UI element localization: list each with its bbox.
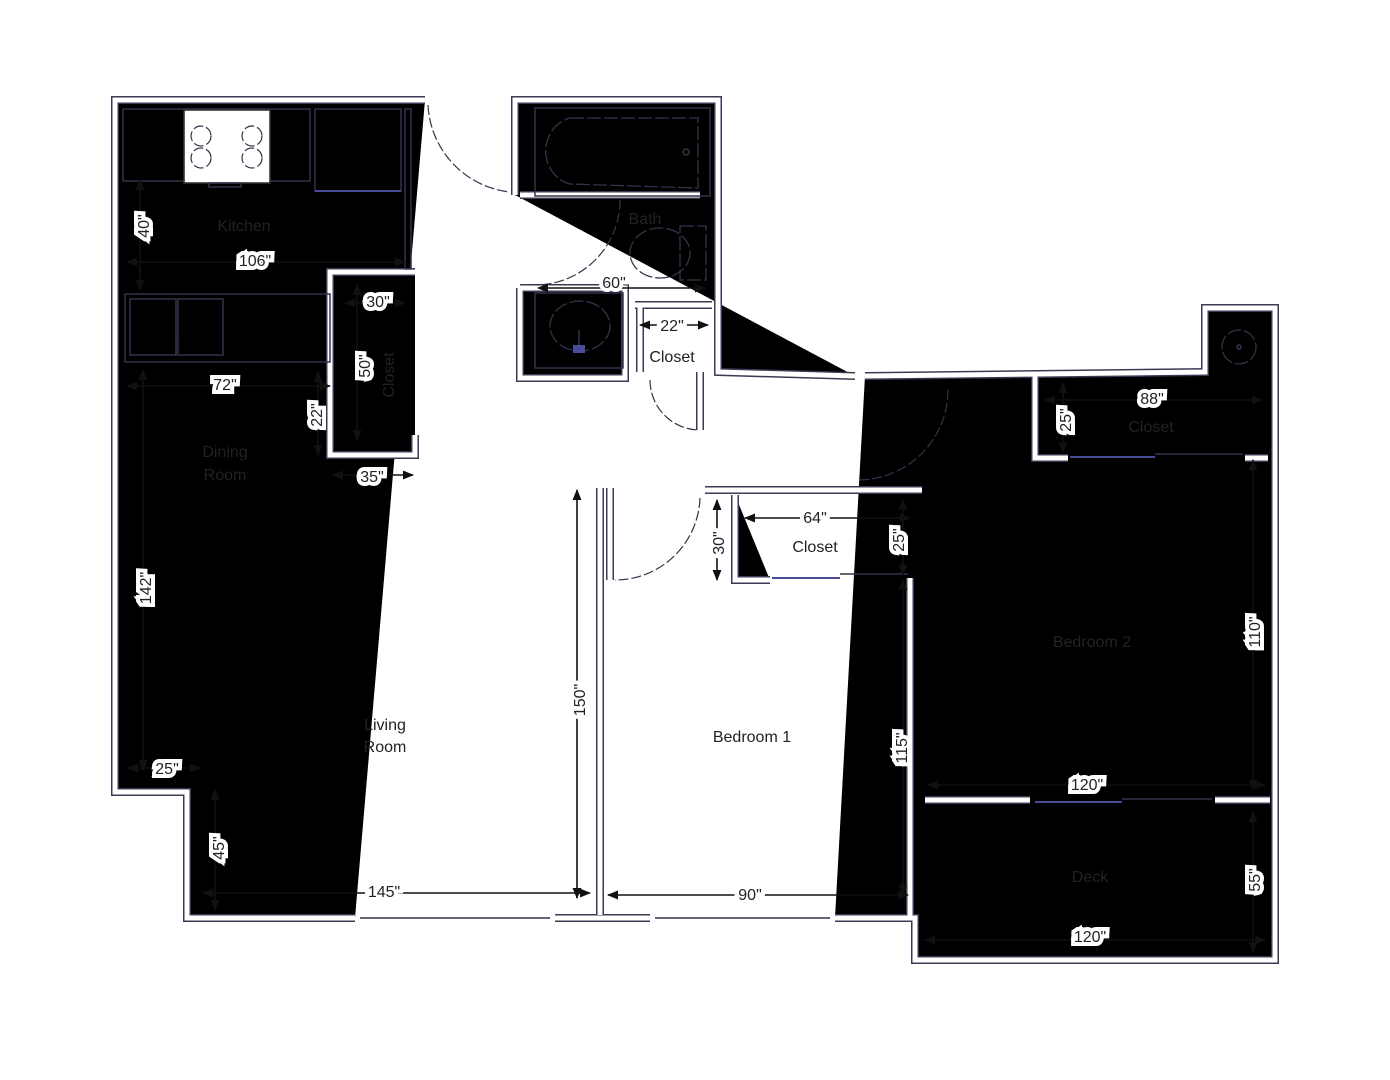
dimension-16: 64" xyxy=(743,506,912,531)
toilet-icon xyxy=(629,225,707,281)
dimension-label: 35" xyxy=(360,469,383,486)
stove-icon xyxy=(183,109,271,188)
bathroom-sink-icon xyxy=(534,292,624,369)
dimension-7: 142" xyxy=(134,368,159,772)
dimension-12: 60" xyxy=(536,271,707,296)
dimension-10: 145" xyxy=(201,880,592,905)
room-label-dining-2: Room xyxy=(204,467,247,484)
room-label-bedroom-2: Bedroom 2 xyxy=(1053,634,1131,651)
kitchen-sink-icon xyxy=(129,298,224,356)
dimension-label: 25" xyxy=(155,761,178,778)
dimension-21: 120" xyxy=(926,773,1267,798)
dimension-3: 50" xyxy=(352,283,378,442)
room-label-kitchen-closet: Closet xyxy=(381,352,398,398)
dimension-17: 30" xyxy=(707,498,732,582)
room-label-bath: Bath xyxy=(629,211,662,228)
room-label-bedroom-1-closet: Closet xyxy=(792,539,838,556)
dimension-9: 45" xyxy=(207,788,232,912)
dimensions: 40" 106" 30" 50" 72" 22" 35" 142" 25" 45" 145" 150"… xyxy=(125,178,1268,954)
dimension-label: 115" xyxy=(894,732,911,763)
dimension-label: 60" xyxy=(602,275,625,292)
room-labels: Kitchen Bath Closet Closet Dining Room L… xyxy=(202,211,1174,886)
dimension-label: 72" xyxy=(213,377,236,394)
dimension-1: 106" xyxy=(125,249,407,274)
dimension-14: 88" xyxy=(1043,387,1264,412)
dimension-label: 55" xyxy=(1247,868,1264,891)
dimension-label: 88" xyxy=(1140,391,1163,408)
dimension-24: 120" xyxy=(923,925,1267,950)
room-label-bedroom-1: Bedroom 1 xyxy=(713,729,791,746)
dimension-19: 110" xyxy=(1243,458,1268,792)
room-label-bedroom-2-closet: Closet xyxy=(1128,419,1174,436)
dimension-label: 150" xyxy=(572,684,589,716)
dimension-label: 22" xyxy=(660,318,683,335)
dimension-label: 40" xyxy=(136,214,153,237)
bathtub-icon xyxy=(534,107,711,197)
dimension-8: 25" xyxy=(126,757,202,782)
dimension-20: 115" xyxy=(890,578,915,897)
dimension-13: 22" xyxy=(638,314,710,339)
dimension-label: 64" xyxy=(803,510,826,527)
dimension-label: 106" xyxy=(239,253,271,270)
dimension-label: 25" xyxy=(1058,408,1075,431)
dimension-22: 90" xyxy=(606,883,910,908)
dimension-label: 110" xyxy=(1247,616,1264,647)
dimension-label: 142" xyxy=(138,572,155,604)
dimension-label: 25" xyxy=(891,528,908,551)
dimension-label: 145" xyxy=(368,884,400,901)
dimension-23: 55" xyxy=(1243,810,1268,954)
dimension-5: 22" xyxy=(305,370,330,457)
water-heater-icon xyxy=(1221,329,1257,365)
dimension-label: 120" xyxy=(1074,929,1106,946)
dimension-18: 25" xyxy=(887,498,912,577)
room-label-kitchen: Kitchen xyxy=(217,218,270,235)
room-label-deck: Deck xyxy=(1072,869,1109,886)
dimension-label: 120" xyxy=(1071,777,1103,794)
room-label-living: Living xyxy=(364,717,406,734)
dimension-11: 150" xyxy=(568,488,593,900)
dimension-15: 25" xyxy=(1054,381,1079,454)
dimension-4: 72" xyxy=(125,373,332,398)
room-label-dining: Dining xyxy=(202,444,247,461)
dimension-label: 30" xyxy=(711,531,728,554)
walls xyxy=(115,100,1275,960)
room-label-living-2: Room xyxy=(364,739,407,756)
dimension-2: 30" xyxy=(343,290,407,315)
dimension-6: 35" xyxy=(331,465,415,490)
room-label-bath-closet: Closet xyxy=(649,349,695,366)
dimension-0: 40" xyxy=(132,178,157,292)
dimension-label: 45" xyxy=(211,836,228,859)
dimension-label: 30" xyxy=(366,294,389,311)
dimension-label: 22" xyxy=(309,403,326,426)
dimension-label: 50" xyxy=(357,354,374,377)
door-swings xyxy=(360,104,1243,919)
dimension-label: 90" xyxy=(738,887,761,904)
